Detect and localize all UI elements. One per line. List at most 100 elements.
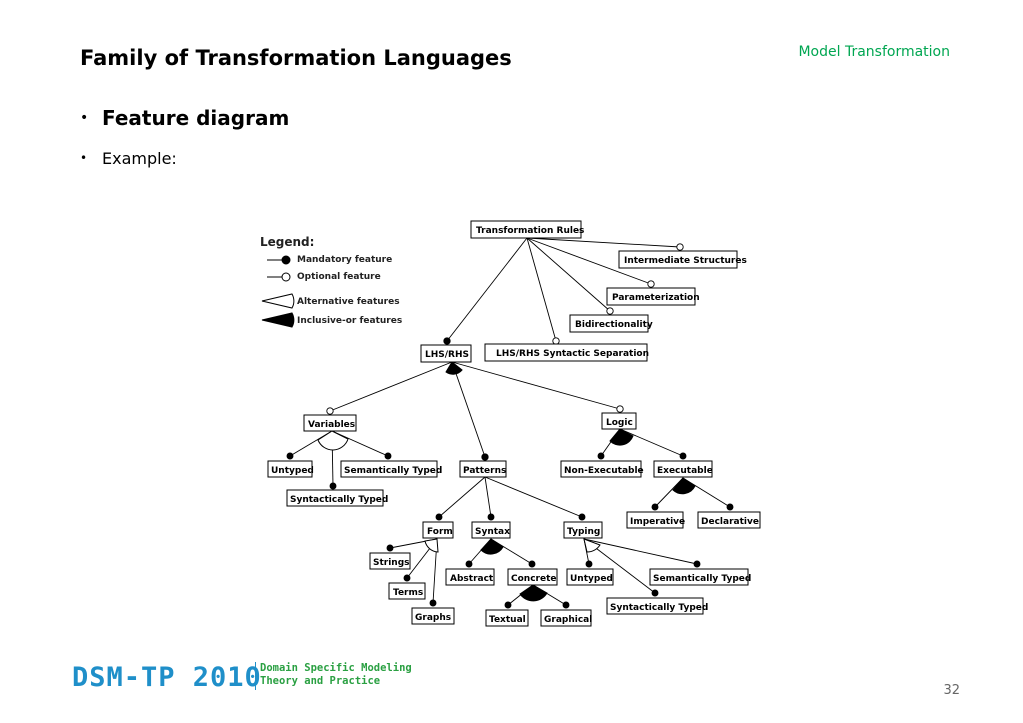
svg-text:Semantically Typed: Semantically Typed — [344, 466, 442, 476]
mandatory-marker-icon — [487, 513, 495, 521]
node-logic: Logic — [601, 412, 637, 430]
svg-text:Logic: Logic — [606, 418, 633, 428]
node-typing-semantically-typed: Semantically Typed — [649, 568, 751, 586]
node-graphs: Graphs — [411, 607, 455, 625]
svg-text:Semantically Typed: Semantically Typed — [653, 574, 751, 584]
node-intermediate-structures: Intermediate Structures — [618, 250, 747, 269]
svg-text:Graphical: Graphical — [544, 615, 592, 625]
alternative-marker-icon — [261, 293, 295, 309]
legend-alternative: Alternative features — [297, 297, 400, 307]
svg-text:Typing: Typing — [567, 527, 600, 537]
optional-marker-icon — [281, 272, 291, 282]
bullet-text: Feature diagram — [102, 106, 290, 130]
node-declarative: Declarative — [697, 511, 761, 529]
svg-text:Syntactically Typed: Syntactically Typed — [610, 603, 708, 613]
footer-logo: DSM-TP 2010 — [72, 662, 262, 693]
optional-marker-icon — [676, 243, 684, 251]
mandatory-marker-icon — [384, 452, 392, 460]
svg-text:Untyped: Untyped — [570, 574, 613, 584]
optional-marker-icon — [552, 337, 560, 345]
node-parameterization: Parameterization — [606, 287, 700, 306]
mandatory-marker-icon — [403, 574, 411, 582]
mandatory-marker-icon — [726, 503, 734, 511]
legend-optional: Optional feature — [297, 272, 381, 282]
svg-text:Patterns: Patterns — [463, 466, 506, 476]
footer-subtitle-line2: Theory and Practice — [260, 675, 381, 687]
node-form: Form — [422, 521, 454, 539]
node-non-executable: Non-Executable — [560, 460, 644, 478]
group-markers — [317, 361, 696, 602]
inclusive-or-marker-icon — [480, 538, 504, 555]
mandatory-marker-icon — [435, 513, 443, 521]
node-variables: Variables — [303, 414, 357, 432]
node-var-semantically-typed: Semantically Typed — [340, 460, 442, 478]
slide-title: Family of Transformation Languages — [80, 46, 512, 70]
node-syntax: Syntax — [471, 521, 511, 539]
footer-subtitle-line1: Domain Specific Modeling — [260, 662, 412, 674]
node-transformation-rules: Transformation Rules — [470, 220, 584, 239]
mandatory-marker-icon — [504, 601, 512, 609]
alternative-marker-icon — [424, 538, 439, 553]
inclusive-or-marker-icon — [261, 312, 295, 328]
node-abstract: Abstract — [445, 568, 495, 586]
mandatory-marker-icon — [386, 544, 394, 552]
mandatory-marker-icon — [651, 503, 659, 511]
bullet-text: Example: — [102, 149, 177, 168]
node-var-untyped: Untyped — [267, 460, 314, 478]
svg-text:Imperative: Imperative — [630, 517, 685, 527]
svg-text:LHS/RHS: LHS/RHS — [425, 350, 469, 360]
node-strings: Strings — [369, 552, 411, 570]
node-syntactic-separation: LHS/RHS Syntactic Separation — [484, 343, 649, 362]
end-markers — [286, 243, 734, 609]
svg-text:Syntactically Typed: Syntactically Typed — [290, 495, 388, 505]
mandatory-marker-icon — [597, 452, 605, 460]
inclusive-or-marker-icon — [609, 428, 634, 446]
footer-subtitle: Domain Specific Modeling Theory and Prac… — [260, 662, 412, 688]
node-typing-untyped: Untyped — [566, 568, 614, 586]
bullet-feature-diagram: •Feature diagram — [80, 106, 290, 130]
mandatory-marker-icon — [286, 452, 294, 460]
svg-text:Variables: Variables — [308, 420, 355, 430]
inclusive-or-marker-icon — [445, 361, 463, 375]
node-executable: Executable — [653, 460, 713, 478]
svg-text:Parameterization: Parameterization — [612, 293, 700, 303]
svg-text:Bidirectionality: Bidirectionality — [575, 320, 653, 330]
legend: Legend: Mandatory feature Optional featu… — [260, 235, 402, 328]
svg-text:Non-Executable: Non-Executable — [564, 466, 644, 476]
svg-text:Executable: Executable — [657, 466, 713, 476]
page-number: 32 — [943, 683, 960, 698]
mandatory-marker-icon — [651, 589, 659, 597]
svg-text:Concrete: Concrete — [511, 574, 556, 584]
mandatory-marker-icon — [329, 482, 337, 490]
svg-text:LHS/RHS Syntactic Separation: LHS/RHS Syntactic Separation — [496, 349, 649, 359]
legend-title: Legend: — [260, 235, 314, 249]
svg-text:Abstract: Abstract — [450, 574, 494, 584]
inclusive-or-marker-icon — [519, 584, 548, 602]
node-patterns: Patterns — [459, 460, 507, 478]
node-lhs-rhs: LHS/RHS — [420, 344, 472, 363]
section-label: Model Transformation — [798, 44, 950, 60]
node-imperative: Imperative — [626, 511, 685, 529]
mandatory-marker-icon — [585, 560, 593, 568]
mandatory-marker-icon — [528, 560, 536, 568]
mandatory-marker-icon — [693, 560, 701, 568]
svg-text:Strings: Strings — [373, 558, 410, 568]
alternative-marker-icon — [583, 538, 601, 553]
svg-text:Declarative: Declarative — [701, 517, 759, 527]
svg-text:Untyped: Untyped — [271, 466, 314, 476]
svg-text:Terms: Terms — [393, 588, 423, 598]
svg-text:Transformation Rules: Transformation Rules — [476, 226, 584, 236]
inclusive-or-marker-icon — [672, 477, 696, 495]
optional-marker-icon — [326, 407, 334, 415]
footer-divider — [255, 662, 256, 690]
mandatory-marker-icon — [578, 513, 586, 521]
node-textual: Textual — [485, 609, 529, 627]
node-terms: Terms — [388, 582, 426, 600]
node-var-syntactically-typed: Syntactically Typed — [286, 489, 388, 507]
node-graphical: Graphical — [540, 609, 592, 627]
legend-inclusive-or: Inclusive-or features — [297, 316, 402, 326]
mandatory-marker-icon — [281, 255, 291, 265]
svg-text:Textual: Textual — [489, 615, 526, 625]
mandatory-marker-icon — [465, 560, 473, 568]
